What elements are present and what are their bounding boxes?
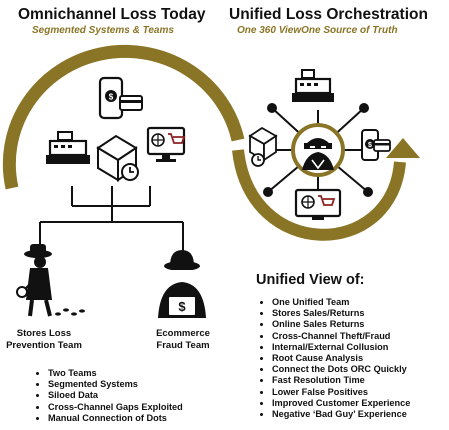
list-item: Root Cause Analysis — [272, 353, 449, 364]
online-shop-icon — [146, 126, 186, 162]
list-item: One Unified Team — [272, 297, 449, 308]
mobile-payment-icon: $ — [361, 129, 391, 161]
list-item: Fast Resolution Time — [272, 375, 449, 386]
list-item: Siloed Data — [48, 390, 248, 401]
svg-text:$: $ — [109, 93, 114, 102]
right-bullet-list: One Unified Team Stores Sales/Returns On… — [260, 297, 449, 420]
detective-icon — [16, 244, 85, 317]
phone-payment-icon: $ — [98, 76, 143, 120]
list-item: Segmented Systems — [48, 379, 248, 390]
returns-box-icon — [248, 126, 278, 167]
swoop-arrowhead-icon — [386, 138, 420, 158]
svg-text:$: $ — [368, 142, 372, 149]
cash-register-icon — [292, 69, 334, 102]
left-title: Omnichannel Loss Today — [18, 6, 206, 23]
right-swoop — [232, 149, 406, 241]
returns-box-icon — [96, 134, 139, 182]
list-item: Manual Connection of Dots — [48, 413, 248, 424]
list-item: Cross-Channel Theft/Fraud — [272, 331, 449, 342]
left-subtitle: Segmented Systems & Teams — [32, 25, 174, 36]
online-shop-icon — [294, 188, 342, 220]
right-title: Unified Loss Orchestration — [229, 6, 428, 23]
unified-view-title: Unified View of: — [256, 272, 365, 288]
ecommerce-fraud-label: Ecommerce Fraud Team — [156, 328, 210, 351]
team-connector — [39, 186, 184, 252]
left-arch — [2, 44, 245, 190]
thief-icon — [291, 123, 345, 177]
list-item: Connect the Dots ORC Quickly — [272, 364, 449, 375]
list-item: Cross-Channel Gaps Exploited — [48, 402, 248, 413]
cash-register-icon — [46, 131, 90, 164]
right-subtitle: One 360 ViewOne Source of Truth — [237, 25, 398, 36]
list-item: Stores Sales/Returns — [272, 308, 449, 319]
list-item: Lower False Positives — [272, 387, 449, 398]
hacker-icon: $ — [158, 250, 206, 318]
list-item: Internal/External Collusion — [272, 342, 449, 353]
list-item: Improved Customer Experience — [272, 398, 449, 409]
list-item: Negative ‘Bad Guy’ Experience — [272, 409, 449, 420]
svg-text:$: $ — [178, 299, 186, 314]
left-bullet-list: Two Teams Segmented Systems Siloed Data … — [36, 368, 248, 424]
list-item: Online Sales Returns — [272, 319, 449, 330]
spoke-dots — [263, 103, 373, 197]
list-item: Two Teams — [48, 368, 248, 379]
stores-loss-prevention-label: Stores Loss Prevention Team — [6, 328, 82, 351]
